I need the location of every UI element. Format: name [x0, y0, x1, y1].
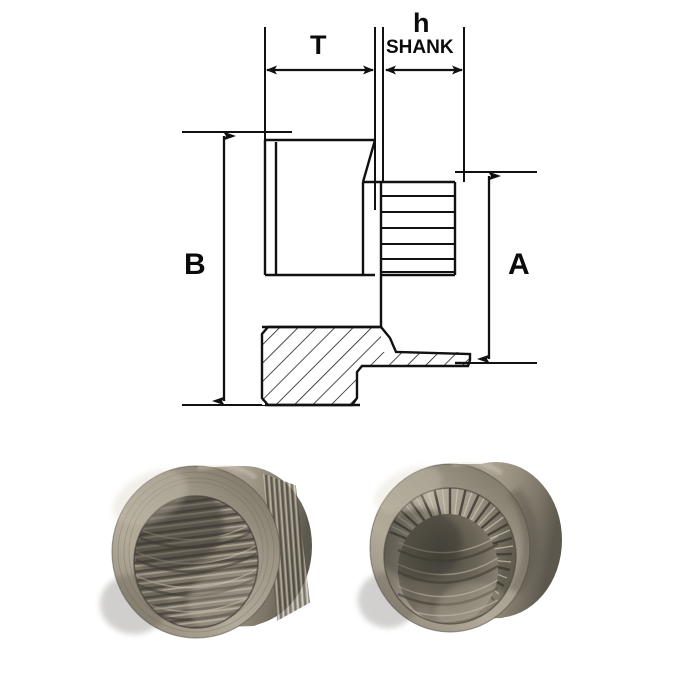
photo-canvas — [100, 460, 562, 639]
product-photo-nut-left — [100, 463, 312, 639]
nut-section-outline — [263, 138, 457, 327]
engineering-drawing: T h SHANK B A — [182, 8, 537, 407]
dimension-label-shank: SHANK — [386, 37, 454, 58]
dimension-label-a: A — [508, 248, 530, 281]
baselines — [265, 361, 470, 407]
dimension-label-t: T — [310, 30, 327, 60]
dimension-label-h: h — [413, 8, 430, 38]
product-photo-nut-right — [358, 460, 562, 633]
vertical-dimension-arrows — [212, 131, 501, 406]
drawing-canvas — [182, 27, 537, 407]
flange-section — [260, 325, 472, 407]
dimension-label-b: B — [184, 248, 206, 281]
knurl-serration-lines — [381, 194, 455, 274]
product-photo-group — [0, 428, 700, 700]
